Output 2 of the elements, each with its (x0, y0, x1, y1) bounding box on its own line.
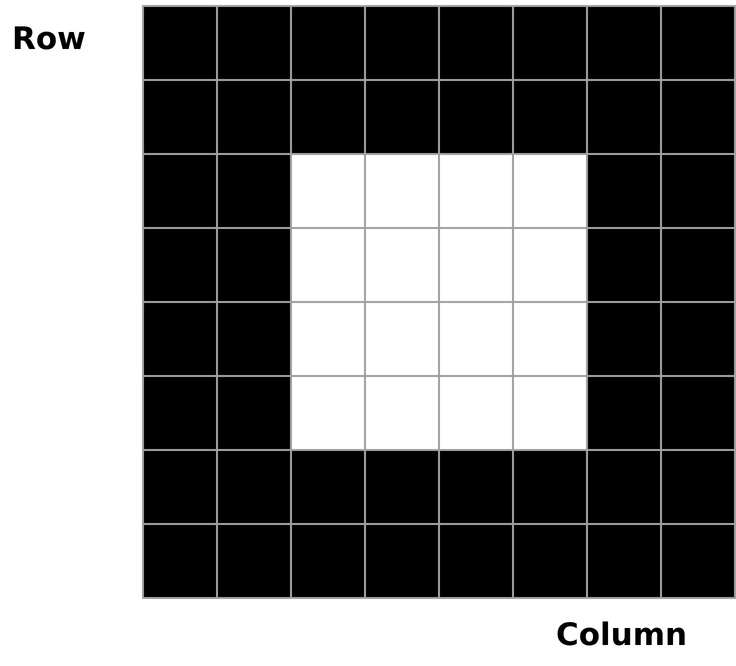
column-axis-label: Column (556, 620, 688, 651)
row-axis-label: Row (12, 24, 86, 55)
